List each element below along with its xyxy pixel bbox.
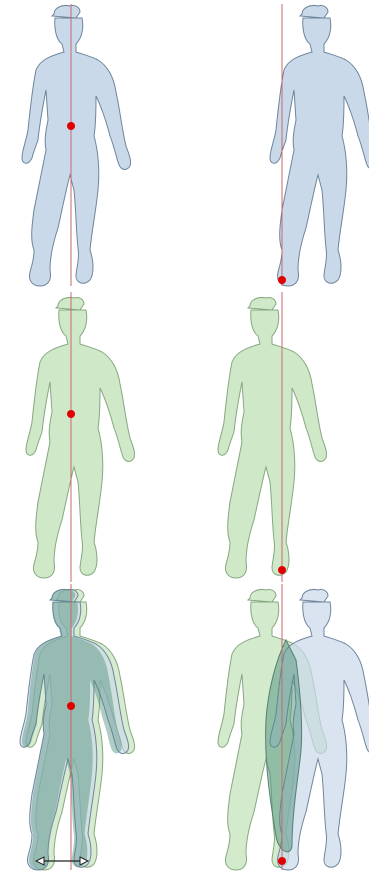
double-headed-arrow-icon (36, 857, 88, 865)
support-foot-dot (278, 566, 286, 574)
panel-blue-foot (270, 4, 369, 286)
panel-overlay-foot (218, 584, 369, 870)
green-figure (218, 297, 327, 578)
support-foot-dot (278, 276, 286, 284)
blue-figure (22, 5, 131, 286)
panel-green-foot (218, 292, 327, 582)
center-of-mass-dot (67, 702, 75, 710)
green-figure (26, 297, 135, 578)
center-of-mass-dot (67, 410, 75, 418)
blue-figure (270, 5, 369, 286)
panel-overlay-center (20, 584, 135, 870)
panel-green-center (26, 292, 135, 582)
panel-blue-center (22, 4, 131, 286)
center-of-mass-dot (67, 122, 75, 130)
support-foot-dot (278, 857, 286, 865)
